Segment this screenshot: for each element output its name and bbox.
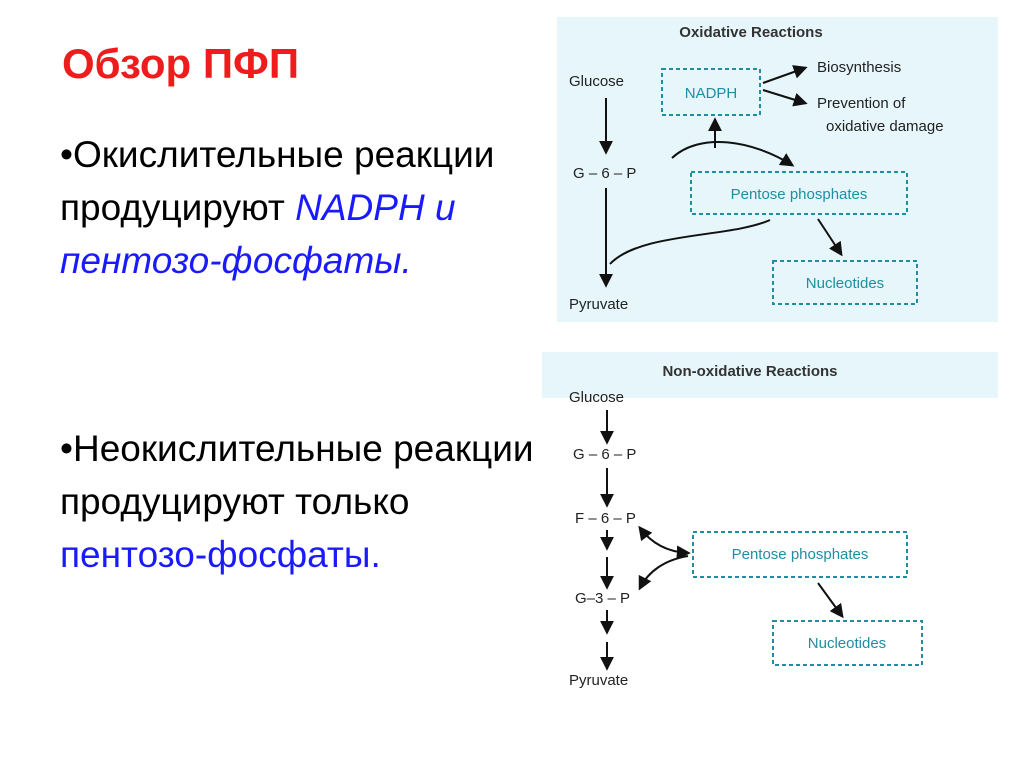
ox-g6p-label: G – 6 – P — [573, 165, 636, 182]
nonox-f6p-label: F – 6 – P — [575, 510, 636, 527]
oxidative-panel-background — [557, 17, 998, 322]
biosynthesis-label: Biosynthesis — [817, 59, 901, 76]
prevention-label-line2: oxidative damage — [826, 118, 944, 135]
bullet-highlight: NADPH и пентозо-фосфаты. — [60, 187, 456, 281]
ox-pyruvate-label: Pyruvate — [569, 296, 628, 313]
nonox-g6p-label: G – 6 – P — [573, 446, 636, 463]
nadph-box: NADPH — [661, 68, 761, 116]
slide-title: Обзор ПФП — [62, 40, 300, 87]
nonox-g3p-label: G–3 – P — [575, 590, 630, 607]
arrow-to-prevention — [762, 89, 808, 107]
ox-curve-pentose-pyruvate — [609, 219, 771, 265]
non-oxidative-heading: Non-oxidative Reactions — [662, 363, 837, 380]
ox-nucleotides-box: Nucleotides — [772, 260, 918, 305]
ox-arrow-to-nucleotides — [817, 218, 843, 257]
bullet-text: Окислительные реакции продуцируют — [60, 134, 495, 228]
nonox-nucleotides-label: Nucleotides — [808, 635, 886, 652]
bullet-text: Неокислительные реакции продуцируют толь… — [60, 428, 534, 522]
nonox-arrow-to-nucleotides — [817, 582, 844, 619]
nonox-curve-f6p-pentose — [638, 525, 691, 560]
bullet-oxidative: •Окислительные реакции продуцируют NADPH… — [60, 128, 540, 287]
prevention-label-line1: Prevention of — [817, 95, 906, 112]
arrow-to-biosynthesis — [762, 65, 808, 84]
nonox-pyruvate-label: Pyruvate — [569, 672, 628, 689]
bullet-marker: • — [60, 428, 73, 469]
nadph-label: NADPH — [685, 85, 738, 102]
bullet-marker: • — [60, 134, 73, 175]
ox-curve-g6p-pentose — [671, 140, 795, 167]
nonox-pentose-box: Pentose phosphates — [692, 531, 908, 578]
nonox-curve-pentose-g3p — [638, 555, 689, 591]
ox-pentose-label: Pentose phosphates — [731, 186, 868, 203]
nonox-pentose-label: Pentose phosphates — [732, 546, 869, 563]
bullet-highlight: пентозо-фосфаты. — [60, 534, 381, 575]
nonox-glucose-label: Glucose — [569, 389, 624, 406]
ox-glucose-label: Glucose — [569, 73, 624, 90]
nonox-nucleotides-box: Nucleotides — [772, 620, 923, 666]
non-oxidative-heading-band — [542, 352, 998, 398]
ox-pentose-box: Pentose phosphates — [690, 171, 908, 215]
ox-nucleotides-label: Nucleotides — [806, 275, 884, 292]
oxidative-heading: Oxidative Reactions — [679, 24, 822, 41]
bullet-non-oxidative: •Неокислительные реакции продуцируют тол… — [60, 422, 540, 581]
